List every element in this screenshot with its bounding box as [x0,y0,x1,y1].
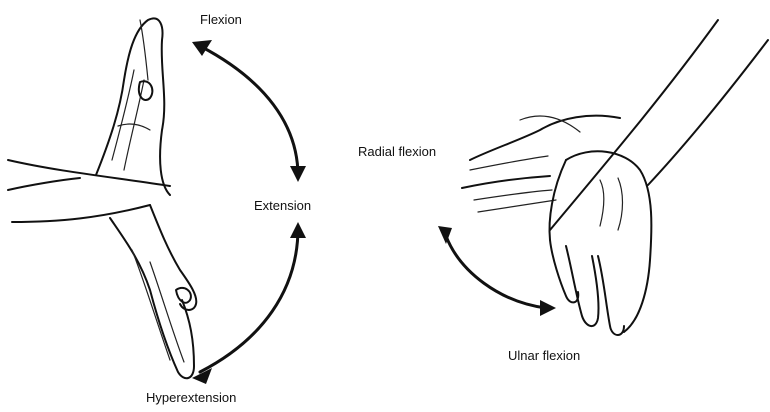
label-ulnar-flexion: Ulnar flexion [508,348,580,363]
radial-ulnar-arrow [438,226,556,316]
label-extension: Extension [254,198,311,213]
label-radial-flexion: Radial flexion [358,144,436,159]
right-hand-illustration [462,20,768,335]
label-hyperextension: Hyperextension [146,390,236,405]
left-hand-illustration [8,18,196,378]
label-flexion: Flexion [200,12,242,27]
